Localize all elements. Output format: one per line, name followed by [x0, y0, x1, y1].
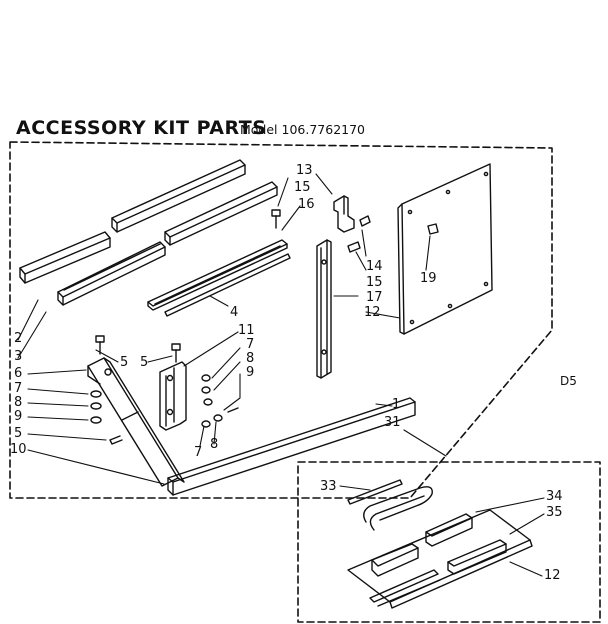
part-6-bracket	[87, 357, 185, 487]
part-3-angle-channel	[57, 241, 166, 306]
callout-5-upper-b: 5	[140, 355, 149, 370]
drawing-code: D5	[560, 374, 577, 388]
callout-17: 17	[366, 290, 383, 305]
callout-7-bottom: 7	[194, 445, 203, 460]
part-4-rail	[147, 239, 291, 317]
callout-5-lower: 5	[14, 426, 23, 441]
main-frame	[9, 141, 553, 499]
part-11-bracket	[159, 361, 187, 431]
callout-16: 16	[298, 197, 315, 212]
callout-9-right: 9	[246, 365, 255, 380]
callout-4: 4	[230, 305, 239, 320]
callout-9: 9	[14, 409, 23, 424]
callout-7-right: 7	[246, 337, 255, 352]
callout-1: 1	[392, 397, 401, 412]
callout-10: 10	[10, 442, 27, 457]
screws-and-nuts	[90, 209, 439, 445]
callout-14: 14	[366, 259, 383, 274]
callout-33: 33	[320, 479, 337, 494]
callout-5-upper: 5	[120, 355, 129, 370]
callout-15: 15	[366, 275, 383, 290]
callout-8-bottom: 8	[210, 437, 219, 452]
callout-3: 3	[14, 349, 23, 364]
callout-15-top: 15	[294, 180, 311, 195]
part-12-inset-panel	[347, 509, 533, 609]
diagram-title: ACCESSORY KIT PARTS	[16, 117, 267, 139]
part-12-panel	[397, 163, 493, 335]
part-top-channel-b	[164, 181, 278, 246]
part-13-bracket	[333, 195, 355, 233]
callout-8-right: 8	[246, 351, 255, 366]
part-top-channel-a	[111, 159, 246, 233]
callout-7: 7	[14, 381, 23, 396]
callout-34: 34	[546, 489, 563, 504]
callout-8: 8	[14, 395, 23, 410]
part-17-vertical-channel	[316, 239, 332, 379]
callout-35: 35	[546, 505, 563, 520]
part-2-short-channel	[19, 231, 111, 284]
callout-11: 11	[238, 323, 255, 338]
model-number: Model 106.7762170	[240, 122, 366, 137]
callout-31: 31	[384, 415, 401, 430]
part-10-base-rail	[167, 397, 416, 496]
callout-13: 13	[296, 163, 313, 178]
callout-6: 6	[14, 366, 23, 381]
callout-12-inset: 12	[544, 568, 561, 583]
leader-lines	[17, 173, 545, 577]
callout-19: 19	[420, 271, 437, 286]
callout-2: 2	[14, 331, 23, 346]
part-35-pad	[447, 539, 507, 575]
inset-frame	[297, 461, 601, 623]
callout-12: 12	[364, 305, 381, 320]
part-33-loop	[347, 479, 433, 531]
